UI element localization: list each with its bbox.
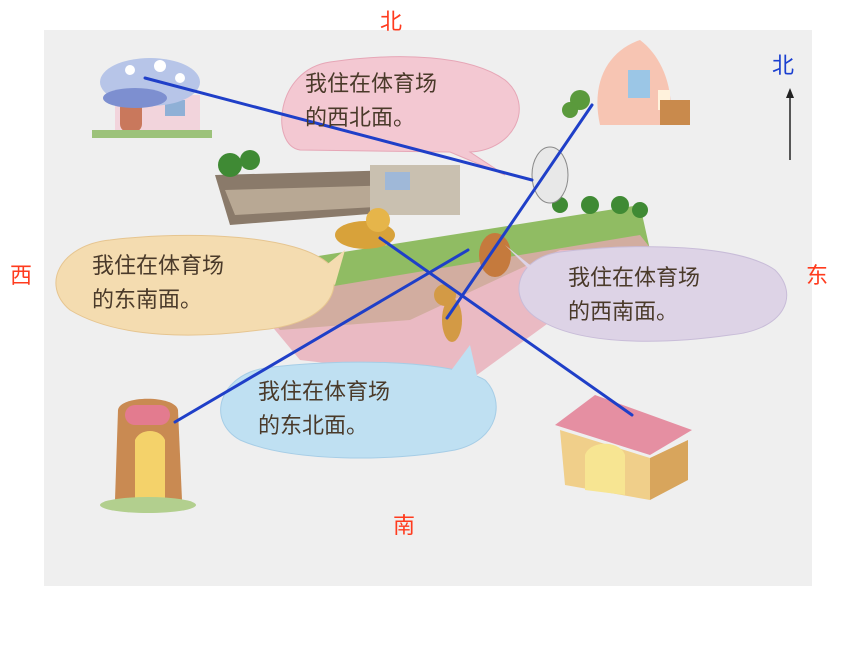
connector-line [173, 248, 470, 424]
doghouse-icon [555, 395, 692, 500]
speech-bubble-northeast [220, 345, 497, 459]
deer-figure [479, 233, 511, 277]
bubble-line: 我住在体育场 [92, 254, 225, 279]
bubble-line: 的西北面。 [305, 106, 416, 131]
connector-line [143, 76, 534, 182]
bubble-line: 的西南面。 [568, 300, 679, 325]
bubble-text-southwest: 我住在体育场 的西南面。 [568, 262, 700, 330]
bubble-line: 我住在体育场 [305, 72, 438, 97]
compass-west-label: 西 [10, 264, 33, 289]
connector-line [378, 236, 634, 417]
bubble-text-northwest: 我住在体育场 的西北面。 [305, 68, 437, 136]
mushroom-house-icon [92, 58, 212, 138]
compass-east-label: 东 [806, 264, 829, 289]
bubble-text-southeast: 我住在体育场 的东南面。 [92, 250, 224, 318]
connector-line [445, 103, 594, 320]
speech-bubble-northwest [281, 56, 520, 176]
bubble-line: 的东南面。 [92, 288, 203, 313]
bubble-line: 的东北面。 [258, 414, 369, 439]
peach-house-icon [562, 40, 690, 125]
speech-bubble-southeast [55, 234, 345, 336]
speech-bubble-southwest [505, 245, 788, 342]
monkey-figure [442, 298, 462, 342]
bubble-line: 我住在体育场 [258, 380, 391, 405]
tree-stump-house-icon [100, 398, 196, 513]
rabbit-figure [531, 146, 569, 204]
bubble-line: 我住在体育场 [568, 266, 701, 291]
compass-north-label: 北 [380, 10, 403, 35]
compass-south-label: 南 [393, 514, 416, 539]
north-arrow-icon [786, 88, 794, 160]
bubble-text-northeast: 我住在体育场 的东北面。 [258, 376, 390, 444]
north-arrow-label: 北 [772, 54, 795, 79]
